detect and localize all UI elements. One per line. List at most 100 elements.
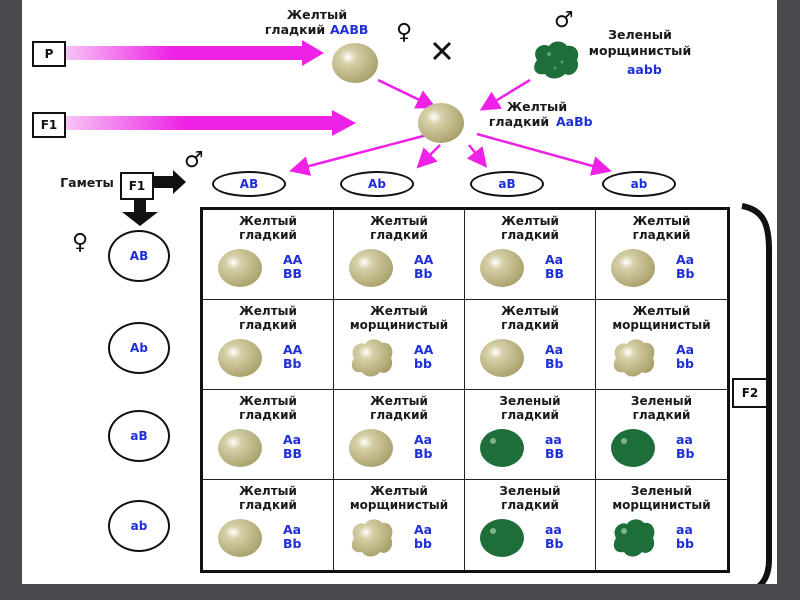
male-parent-pea: [534, 41, 579, 79]
cell-phenotype-color: Желтый: [501, 304, 559, 318]
cell-genotype-B: bb: [414, 356, 432, 371]
yellow-smooth-pea: [349, 429, 393, 467]
cell-genotype-A: Aa: [545, 342, 564, 357]
cell-genotype-A: aa: [545, 522, 562, 537]
cell-genotype-A: aa: [676, 522, 693, 537]
cell-genotype-A: AA: [414, 252, 434, 267]
cell-genotype-A: AA: [283, 252, 303, 267]
p-arrow: [64, 40, 324, 66]
cell-genotype-B: Bb: [545, 536, 564, 551]
cell-phenotype-color: Зеленый: [499, 394, 561, 408]
female-parent-phenotype-line1: Желтый: [286, 7, 348, 22]
cell-genotype-A: Aa: [676, 342, 695, 357]
cell-genotype-B: BB: [283, 266, 303, 281]
arrow-f1-to-ab: [476, 132, 612, 176]
gametes-female-symbol-icon: ♀: [72, 230, 89, 255]
cell-phenotype-shape: гладкий: [501, 408, 559, 422]
cell-phenotype-color: Зеленый: [499, 484, 561, 498]
cell-genotype-A: Aa: [414, 432, 433, 447]
female-gamete-ab: ab: [108, 500, 170, 552]
cell-phenotype-color: Желтый: [632, 304, 691, 318]
cell-genotype-B: Bb: [676, 446, 695, 461]
cell-genotype-B: Bb: [414, 446, 433, 461]
green-smooth-pea: [611, 429, 655, 467]
male-parent-genotype: aabb: [627, 62, 662, 77]
yellow-smooth-pea: [218, 519, 262, 557]
cell-genotype-A: aa: [545, 432, 562, 447]
arrow-f1-to-AB: [289, 133, 428, 176]
cell-phenotype-shape: гладкий: [239, 408, 297, 422]
cell-genotype-B: Bb: [283, 356, 302, 371]
cell-phenotype-shape: гладкий: [501, 228, 559, 242]
cell-phenotype-color: Желтый: [239, 394, 297, 408]
cell-genotype-B: Bb: [676, 266, 695, 281]
cell-phenotype-color: Желтый: [370, 394, 428, 408]
yellow-wrinkled-pea: [351, 519, 393, 557]
cell-phenotype-color: Желтый: [370, 304, 428, 318]
f2-brace: [741, 203, 772, 584]
cell-phenotype-color: Зеленый: [630, 394, 693, 408]
cross-icon: [432, 41, 452, 61]
f1-generation-box: F1: [32, 112, 66, 138]
male-gamete-ab: ab: [602, 171, 676, 197]
f1-phenotype-line1: Желтый: [506, 99, 568, 114]
cell-genotype-B: BB: [545, 446, 565, 461]
cell-genotype-A: Aa: [545, 252, 564, 267]
female-gamete-Ab: Ab: [108, 322, 170, 374]
green-wrinkled-pea: [613, 519, 655, 557]
cell-phenotype-color: Зеленый: [630, 484, 693, 498]
cell-genotype-B: Bb: [545, 356, 564, 371]
male-gamete-Ab: Ab: [340, 171, 414, 197]
cell-genotype-A: AA: [414, 342, 434, 357]
f2-generation-box: F2: [732, 378, 768, 408]
female-gamete-aB: aB: [108, 410, 170, 462]
cell-phenotype-shape: гладкий: [239, 318, 297, 332]
yellow-smooth-pea: [480, 339, 524, 377]
cell-phenotype-color: Желтый: [239, 304, 297, 318]
arrow-male-to-f1: [479, 78, 531, 111]
cell-genotype-B: bb: [676, 356, 694, 371]
cell-genotype-A: AA: [283, 342, 303, 357]
cell-phenotype-shape: гладкий: [239, 498, 297, 512]
cell-genotype-A: Aa: [283, 432, 302, 447]
cell-genotype-B: Bb: [283, 536, 302, 551]
cell-phenotype-shape: морщинистый: [349, 498, 449, 512]
male-gamete-AB: AB: [212, 171, 286, 197]
male-symbol-icon: ♂: [554, 8, 574, 33]
cell-phenotype-color: Желтый: [239, 484, 297, 498]
yellow-smooth-pea: [218, 339, 262, 377]
yellow-smooth-pea: [349, 249, 393, 287]
cell-genotype-A: aa: [676, 432, 693, 447]
cell-phenotype-color: Желтый: [632, 214, 691, 228]
cell-genotype-A: Aa: [414, 522, 433, 537]
cell-genotype-B: bb: [676, 536, 694, 551]
